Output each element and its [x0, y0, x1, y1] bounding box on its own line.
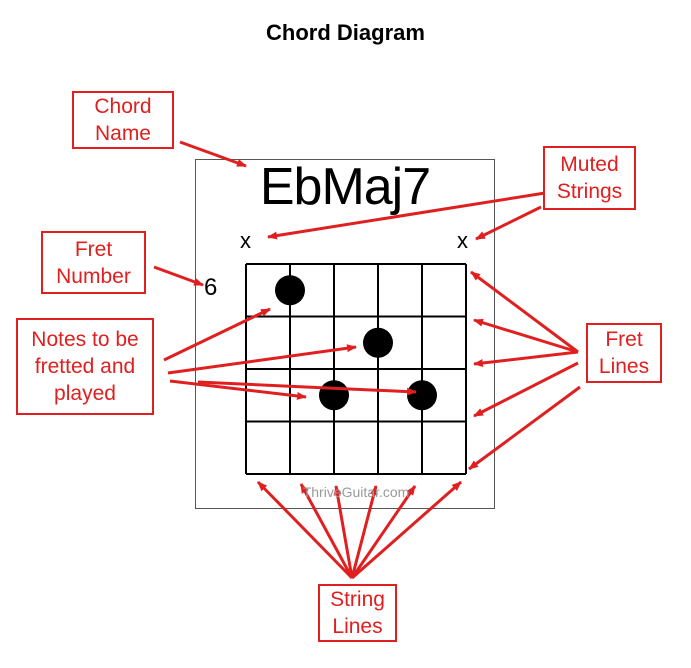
callout-chord-name: Chord Name — [72, 91, 174, 149]
callout-muted-strings: Muted Strings — [543, 146, 636, 210]
callout-notes-fretted: Notes to be fretted and played — [16, 318, 154, 415]
annotation-arrows — [153, 140, 581, 580]
fretted-note-dot — [407, 380, 437, 411]
annotation-arrow — [153, 265, 204, 287]
fretted-note-dot — [363, 327, 393, 358]
annotation-arrow — [163, 307, 271, 362]
annotation-arrow — [351, 480, 462, 580]
chord-name: EbMaj7 — [259, 158, 431, 216]
annotation-arrow — [267, 191, 546, 240]
annotation-arrow — [350, 485, 417, 579]
muted-string-marker-right: x — [457, 228, 468, 253]
fret-number: 6 — [204, 274, 218, 301]
annotation-arrow — [473, 350, 579, 367]
watermark: ThriveGuitar.com — [302, 484, 410, 500]
fretted-notes — [275, 275, 437, 411]
annotation-arrow — [169, 379, 307, 400]
callout-string-lines: String Lines — [318, 584, 397, 642]
annotation-arrow — [470, 270, 579, 354]
muted-string-marker-left: x — [240, 228, 251, 253]
annotation-arrow — [179, 140, 247, 168]
callout-fret-lines: Fret Lines — [586, 323, 662, 383]
fretted-note-dot — [319, 380, 349, 411]
annotation-arrow — [475, 205, 542, 241]
diagram-title: Chord Diagram — [266, 20, 425, 45]
annotation-arrow — [473, 318, 579, 354]
callout-fret-number: Fret Number — [41, 231, 146, 294]
annotation-arrow — [256, 480, 354, 580]
annotation-arrow — [350, 485, 378, 579]
annotation-arrow — [299, 483, 354, 579]
annotation-arrow — [468, 385, 581, 471]
fretted-note-dot — [275, 275, 305, 306]
annotation-arrow — [333, 485, 354, 579]
annotation-arrow — [197, 380, 417, 396]
annotation-arrow — [167, 344, 357, 375]
annotation-arrow — [473, 361, 579, 418]
